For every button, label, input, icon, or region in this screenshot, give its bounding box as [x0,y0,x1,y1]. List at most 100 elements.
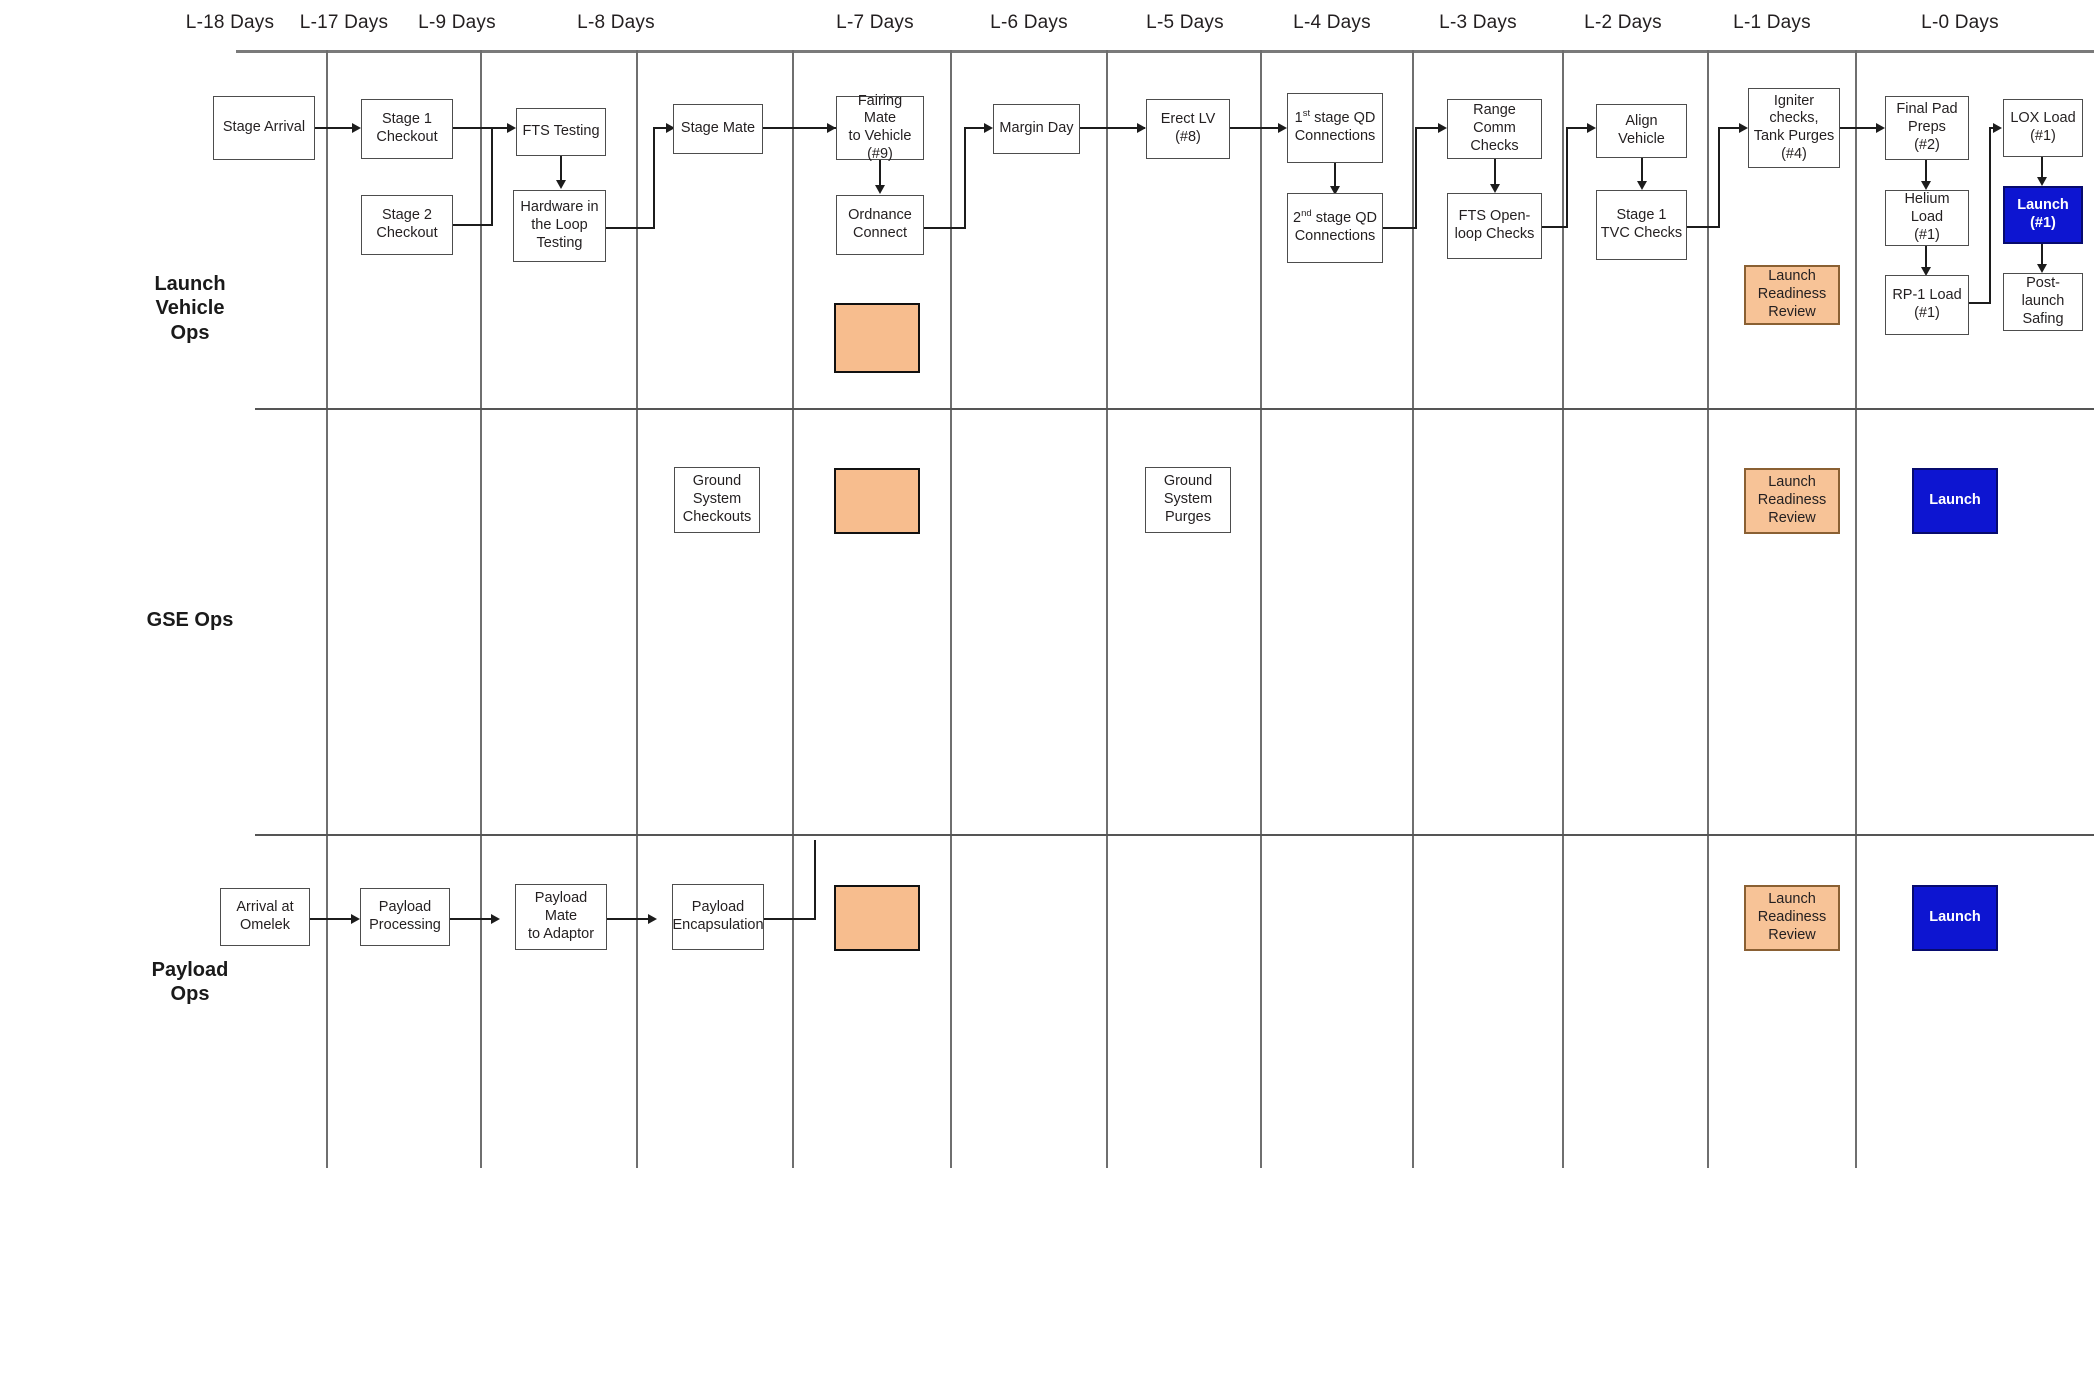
connector-ordnance-riser [964,127,966,228]
connector-to-stage-mate [653,127,671,129]
node-helium-load[interactable]: Helium Load(#1) [1885,190,1969,246]
arrowhead-to-margin-day [984,123,993,133]
arrowhead-to-launch-lv [2037,177,2047,186]
connector-stage2-out [453,224,492,226]
node-launch-lv[interactable]: Launch(#1) [2003,186,2083,244]
connector-launch-to-post-safing [2041,244,2043,266]
page-footer: 1 Rocket Road, Hawthorne CA 90250 • 310.… [0,1245,2094,1380]
node-erect-lv[interactable]: Erect LV(#8) [1146,99,1230,159]
timeline-axis [236,50,2094,53]
connector-ordnance-out [924,227,966,229]
connector-lox-to-launch [2041,157,2043,179]
node-margin-block-lv[interactable] [834,303,920,373]
column-header-l1: L-1 Days [1733,12,1811,33]
connector-hitl-out [606,227,655,229]
column-divider-2 [480,50,482,1168]
column-divider-7 [1260,50,1262,1168]
connector-to-range-comm [1415,127,1442,129]
node-lox-load[interactable]: LOX Load(#1) [2003,99,2083,157]
arrowhead-to-lox-load [1993,123,2002,133]
column-header-l7: L-7 Days [836,12,914,33]
column-header-l8: L-8 Days [577,12,655,33]
connector-rp1-out [1969,302,1991,304]
lane-label-gse-ops: GSE Ops [146,609,234,631]
arrowhead-to-fts-testing [507,123,516,133]
node-fts-open-loop-checks[interactable]: FTS Open-loop Checks [1447,193,1542,259]
connector-rp1-riser [1989,127,1991,303]
connector-fairing-to-ordnance [879,160,881,188]
connector-payload-processing-out [450,918,495,920]
arrowhead-to-final-pad-preps [1876,123,1885,133]
node-stage-mate[interactable]: Stage Mate [673,104,763,154]
node-launch-payload[interactable]: Launch [1912,885,1998,951]
arrowhead-to-igniter-checks [1739,123,1748,133]
connector-stage2-riser [491,127,493,226]
connector-tvc-riser [1718,127,1720,227]
connector-align-to-tvc [1641,158,1643,183]
node-margin-day[interactable]: Margin Day [993,104,1080,154]
connector-pad-preps-to-helium [1925,160,1927,183]
arrowhead-to-hitl-testing [556,180,566,189]
arrowhead-to-stage-mate [666,123,675,133]
connector-igniter-out [1840,127,1882,129]
arrowhead-to-range-comm-checks [1438,123,1447,133]
arrowhead-to-stage1-checkout [352,123,361,133]
arrowhead-to-helium-load [1921,181,1931,190]
connector-erect-lv-out [1230,127,1285,129]
arrowhead-to-payload-encapsulation [648,914,657,924]
connector-fts-openloop-riser [1566,127,1568,227]
connector-range-comm-to-fts-openloop [1494,159,1496,186]
connector-omelek-out [310,918,355,920]
column-header-l0: L-0 Days [1921,12,1999,33]
column-divider-8 [1412,50,1414,1168]
connector-fts-to-hitl [560,156,562,183]
connector-to-margin-day [964,127,988,129]
node-margin-block-gse[interactable] [834,468,920,534]
column-header-l3: L-3 Days [1439,12,1517,33]
connector-payload-encapsulation-out [764,918,816,920]
node-launch-gse[interactable]: Launch [1912,468,1998,534]
connector-helium-to-rp1 [1925,246,1927,269]
column-header-l2: L-2 Days [1584,12,1662,33]
connector-hitl-riser [653,127,655,228]
column-header-l17: L-17 Days [299,12,389,33]
column-header-l5: L-5 Days [1146,12,1224,33]
node-margin-block-payload[interactable] [834,885,920,951]
column-divider-6 [1106,50,1108,1168]
node-stage-arrival[interactable]: Stage Arrival [213,96,315,160]
column-header-l6: L-6 Days [990,12,1068,33]
connector-qd2-out [1383,227,1417,229]
arrowhead-to-payload-processing [351,914,360,924]
arrowhead-to-align-vehicle [1587,123,1596,133]
node-align-vehicle[interactable]: Align Vehicle [1596,104,1687,158]
connector-fts-openloop-out [1542,226,1568,228]
node-fts-testing[interactable]: FTS Testing [516,108,606,156]
column-divider-11 [1855,50,1857,1168]
connector-payload-mate-out [607,918,652,920]
arrowhead-to-post-launch-safing [2037,264,2047,273]
node-rp1-load[interactable]: RP-1 Load(#1) [1885,275,1969,335]
